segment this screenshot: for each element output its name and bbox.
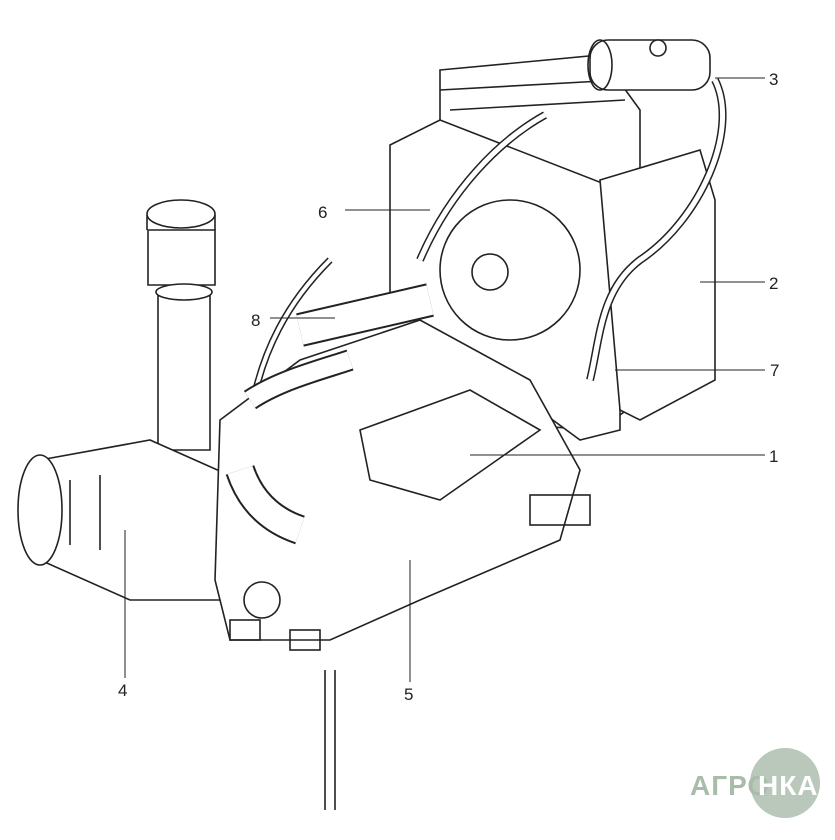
callout-4: 4 xyxy=(118,681,128,700)
logo-text-right: НКА xyxy=(758,770,819,801)
expansion-tank xyxy=(587,39,711,91)
callout-lines xyxy=(124,77,765,682)
engine-block xyxy=(214,283,591,651)
logo-text-left: АГРО xyxy=(690,770,771,801)
radiator xyxy=(389,54,716,441)
logo-circle xyxy=(750,748,820,818)
air-cleaner xyxy=(17,439,241,601)
agronka-logo: АГРО НКА xyxy=(688,748,828,828)
callout-2: 2 xyxy=(769,274,779,293)
callout-8: 8 xyxy=(251,311,261,330)
callout-5: 5 xyxy=(404,685,414,704)
callout-3: 3 xyxy=(769,70,779,89)
callout-6: 6 xyxy=(318,203,328,222)
callout-7: 7 xyxy=(770,361,780,380)
air-intake xyxy=(146,199,216,451)
oil-pipe xyxy=(324,670,336,810)
callout-1: 1 xyxy=(769,447,779,466)
